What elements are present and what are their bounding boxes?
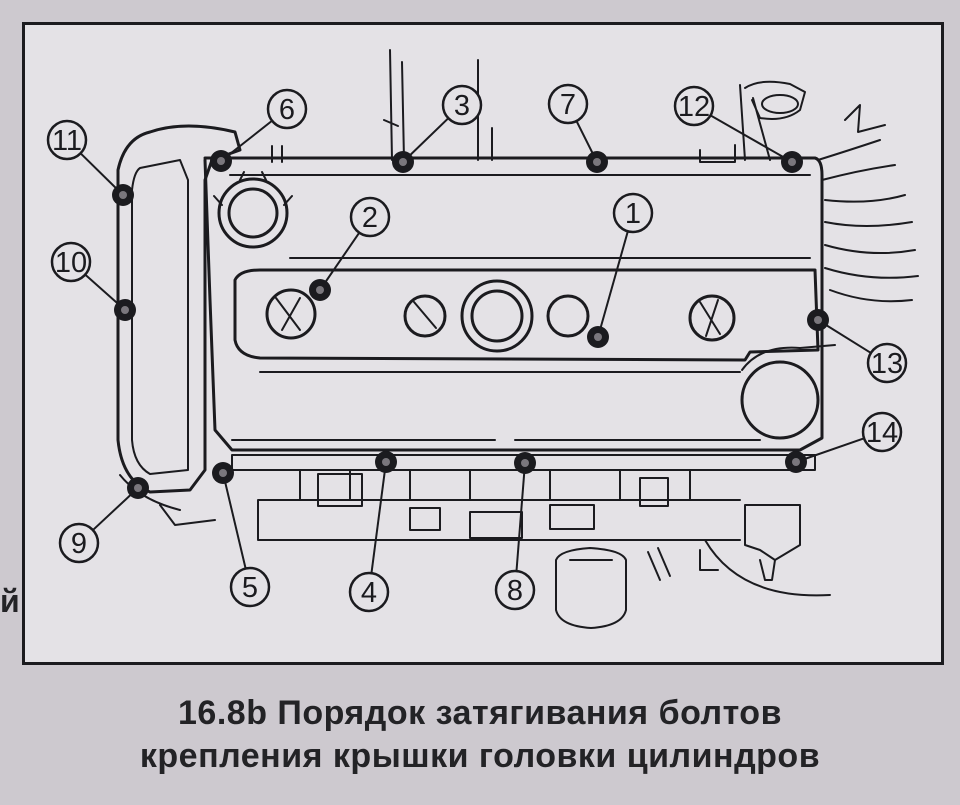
callout-circle — [349, 196, 391, 238]
caption-line-2: крепления крышки головки цилиндров — [139, 737, 821, 775]
bolt-center — [316, 286, 324, 294]
callout-3: 3 — [392, 84, 483, 173]
callout-label: 12 — [678, 91, 710, 123]
callout-circle — [866, 342, 908, 384]
bolt-center — [219, 469, 227, 477]
bolt-center — [217, 157, 225, 165]
callout-label: 7 — [560, 89, 576, 121]
bolt-center — [788, 158, 796, 166]
leader-line — [795, 437, 865, 463]
callout-circle — [229, 566, 271, 608]
callout-12: 12 — [673, 85, 803, 173]
callout-11: 11 — [46, 119, 134, 206]
leader-line — [597, 231, 629, 338]
callout-label: 14 — [866, 417, 898, 449]
callout-circle — [547, 83, 589, 125]
callout-label: 8 — [507, 575, 523, 607]
callout-label: 4 — [361, 577, 377, 609]
callout-2: 2 — [309, 196, 391, 301]
callout-label: 5 — [242, 572, 258, 604]
callout-label: 10 — [55, 247, 87, 279]
callout-14: 14 — [785, 411, 903, 473]
margin-glyph: й — [0, 583, 20, 619]
figure-frame — [22, 22, 944, 665]
callout-circle — [612, 192, 654, 234]
leader-line — [515, 462, 526, 572]
bolt-center — [792, 458, 800, 466]
bolt-center — [382, 458, 390, 466]
callout-circle — [494, 569, 536, 611]
leader-line — [370, 461, 387, 574]
callout-4: 4 — [348, 451, 397, 613]
callout-circle — [46, 119, 88, 161]
callout-label: 13 — [871, 348, 903, 380]
caption-line-1: 16.8b Порядок затягивания болтов — [178, 694, 782, 732]
callout-circle — [266, 88, 308, 130]
callout-circle — [50, 241, 92, 283]
callout-label: 6 — [279, 94, 295, 126]
callout-circle — [673, 85, 715, 127]
leader-line — [222, 472, 247, 569]
callout-1: 1 — [587, 192, 654, 348]
callout-circle — [58, 522, 100, 564]
bolt-center — [121, 306, 129, 314]
callout-5: 5 — [212, 462, 271, 608]
callout-circle — [861, 411, 903, 453]
callout-circle — [441, 84, 483, 126]
callout-8: 8 — [494, 452, 536, 611]
callout-label: 2 — [362, 202, 378, 234]
bolt-center — [399, 158, 407, 166]
leader-line — [710, 114, 793, 163]
bolt-center — [521, 459, 529, 467]
bolt-center — [593, 158, 601, 166]
callout-label: 11 — [52, 125, 82, 157]
callout-circle — [348, 571, 390, 613]
bolt-center — [814, 316, 822, 324]
callout-9: 9 — [58, 477, 149, 564]
callout-label: 3 — [454, 90, 470, 122]
callout-7: 7 — [547, 83, 608, 173]
bolt-center — [119, 191, 127, 199]
cylinder-head-cover-drawing — [116, 49, 919, 629]
bolt-center — [134, 484, 142, 492]
bolt-center — [594, 333, 602, 341]
callout-6: 6 — [210, 88, 308, 172]
callout-13: 13 — [807, 309, 908, 384]
callout-label: 9 — [71, 528, 87, 560]
callout-10: 10 — [50, 241, 136, 321]
leader-line — [319, 232, 361, 291]
callout-label: 1 — [625, 198, 641, 230]
